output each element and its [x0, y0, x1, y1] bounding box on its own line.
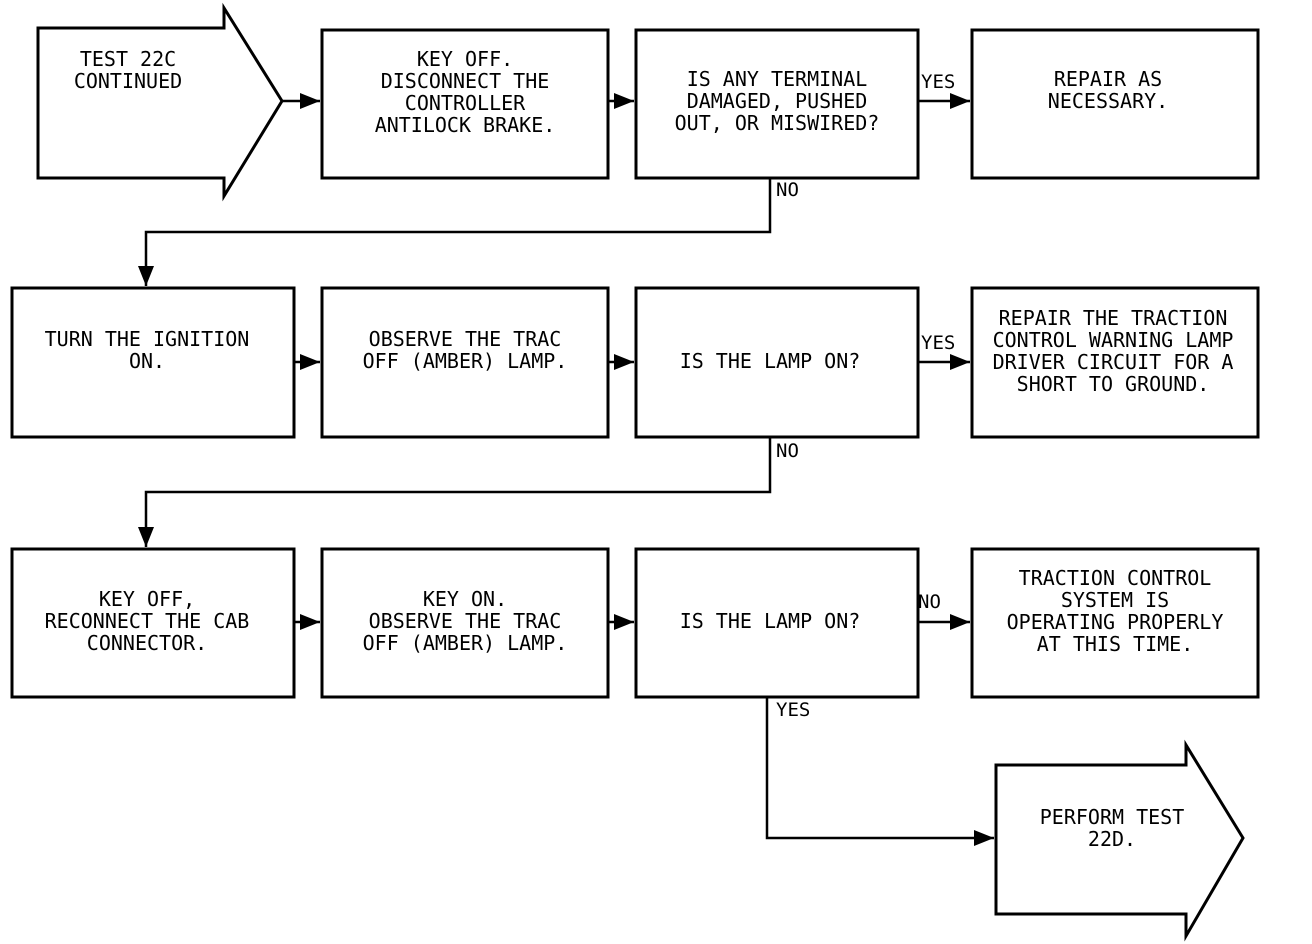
text-line: AT THIS TIME. [1037, 632, 1194, 656]
connector-q1-no [138, 178, 772, 286]
decision-terminal-damaged [634, 28, 920, 180]
connector-q3-yes [765, 697, 994, 846]
text-line: DISCONNECT THE [381, 69, 550, 93]
text-line: ON. [129, 349, 165, 373]
connector-q2-no [138, 437, 772, 547]
text-line: OFF (AMBER) LAMP. [363, 349, 568, 373]
text-line: DRIVER CIRCUIT FOR A [993, 350, 1234, 374]
text-line: OUT, OR MISWIRED? [675, 111, 880, 135]
repair-as-necessary [970, 28, 1260, 180]
text-line: SYSTEM IS [1061, 588, 1169, 612]
text-line: OPERATING PROPERLY [1007, 610, 1224, 634]
text-line: KEY OFF. [417, 47, 513, 71]
text-line: IS THE LAMP ON? [680, 609, 861, 633]
text-line: OBSERVE THE TRAC [369, 327, 562, 351]
text-line: CONTROLLER [405, 91, 526, 115]
label-q3-no: NO [918, 591, 941, 613]
text-line: NECESSARY. [1048, 89, 1168, 113]
repair-traction-warning-lamp [970, 286, 1260, 439]
text-line: REPAIR THE TRACTION [999, 306, 1228, 330]
end-arrow-shape [994, 739, 1245, 942]
text-line: OFF (AMBER) LAMP. [363, 631, 568, 655]
label-q1-yes: YES [921, 71, 955, 93]
label-q2-yes: YES [921, 332, 955, 354]
text-line: KEY ON. [423, 587, 507, 611]
text-line: TRACTION CONTROL [1019, 566, 1212, 590]
text-line: PERFORM TEST [1040, 805, 1185, 829]
text-line: 22D. [1088, 827, 1136, 851]
label-q2-no: NO [776, 440, 799, 462]
decision-lamp-on-1-text: IS THE LAMP ON? [680, 349, 861, 373]
decision-lamp-on-1 [634, 286, 920, 439]
step-key-off-disconnect [320, 28, 610, 180]
text-line: TURN THE IGNITION [45, 327, 250, 351]
text-line: CONNECTOR. [87, 631, 207, 655]
text-line: DAMAGED, PUSHED [687, 89, 868, 113]
text-line: TEST 22C [80, 47, 176, 71]
text-line: CONTROL WARNING LAMP [993, 328, 1234, 352]
text-line: ANTILOCK BRAKE. [375, 113, 556, 137]
label-q3-yes: YES [776, 699, 810, 721]
text-line: OBSERVE THE TRAC [369, 609, 562, 633]
text-line: RECONNECT THE CAB [45, 609, 250, 633]
decision-lamp-on-2 [634, 547, 920, 699]
step-key-on-observe [320, 547, 610, 699]
text-line: CONTINUED [74, 69, 182, 93]
step-reconnect-cab [10, 547, 296, 699]
label-q1-no: NO [776, 179, 799, 201]
text-line: IS ANY TERMINAL [687, 67, 868, 91]
result-operating-properly [970, 547, 1260, 699]
step-turn-ignition-on [10, 286, 296, 439]
text-line: IS THE LAMP ON? [680, 349, 861, 373]
decision-lamp-on-2-text: IS THE LAMP ON? [680, 609, 861, 633]
text-line: KEY OFF, [99, 587, 195, 611]
start-arrow-shape [36, 2, 284, 202]
text-line: REPAIR AS [1054, 67, 1162, 91]
text-line: SHORT TO GROUND. [1017, 372, 1210, 396]
